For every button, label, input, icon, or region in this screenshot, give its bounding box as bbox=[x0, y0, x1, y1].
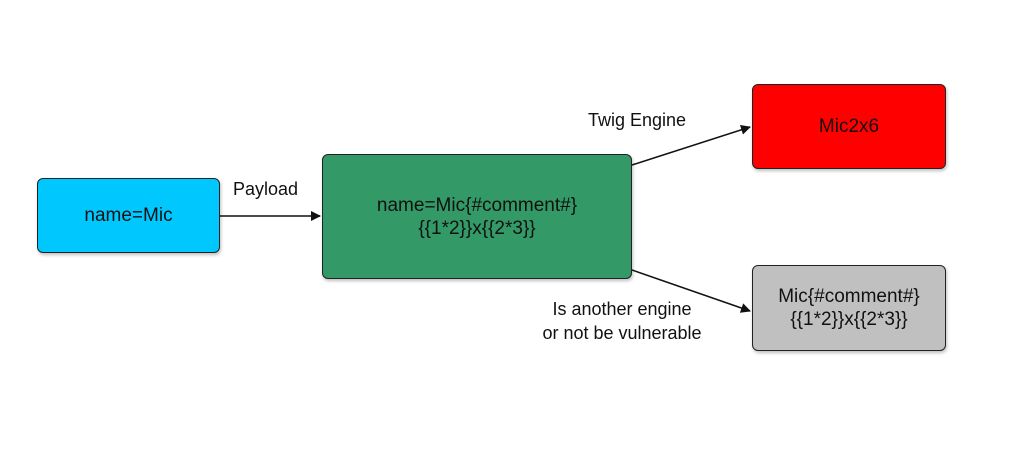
other-result-text-line-1: Mic{#comment#} bbox=[778, 286, 920, 307]
edge-payload-to-other bbox=[631, 269, 751, 313]
input-node: name=Mic bbox=[37, 178, 220, 253]
other-result-node: Mic{#comment#} {{1*2}}x{{2*3}} bbox=[752, 265, 946, 351]
other-result-text-line-2: {{1*2}}x{{2*3}} bbox=[790, 309, 908, 330]
input-node-text: name=Mic bbox=[84, 205, 173, 226]
twig-result-text: Mic2x6 bbox=[818, 116, 880, 137]
edge-payload-to-twig bbox=[631, 124, 751, 166]
edge-label-payload: Payload bbox=[233, 179, 299, 199]
edge-label-other-line-2: or not be vulnerable bbox=[542, 323, 702, 343]
edge-label-other-line-1: Is another engine bbox=[552, 299, 692, 319]
payload-node-text-line-2: {{1*2}}x{{2*3}} bbox=[418, 217, 536, 239]
edge-label-twig-engine: Twig Engine bbox=[588, 110, 687, 130]
twig-result-node: Mic2x6 bbox=[752, 84, 946, 169]
edge-label-other-engine: Is another engine or not be vulnerable bbox=[512, 297, 732, 345]
payload-node: name=Mic{#comment#} {{1*2}}x{{2*3}} bbox=[322, 154, 632, 279]
payload-node-text-line-1: name=Mic{#comment#} bbox=[376, 194, 578, 216]
